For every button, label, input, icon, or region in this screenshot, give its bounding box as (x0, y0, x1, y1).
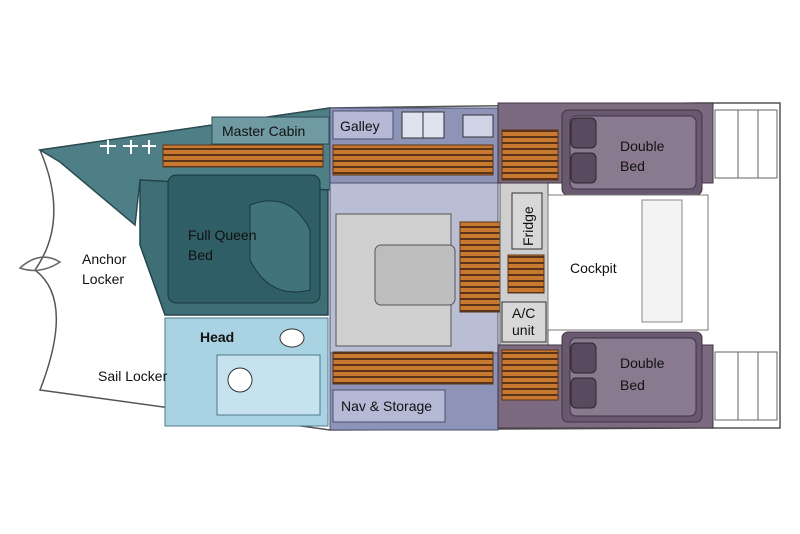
cockpit-bench (641, 199, 683, 323)
full-queen-label-line2: Bed (188, 247, 213, 263)
saloon-teak-floor (459, 221, 501, 313)
bottom-bed-mattress (569, 337, 697, 417)
nav-teak-floor (332, 351, 494, 385)
bottom-double-bed-label-line2: Bed (620, 377, 645, 393)
bottom-pillow-2 (570, 377, 597, 409)
head-label: Head (200, 329, 234, 345)
top-double-bed-label-line1: Double (620, 138, 665, 154)
master-cabin-label-box (211, 116, 330, 145)
master-cabin-teak-floor (162, 144, 324, 168)
sail-locker-label: Sail Locker (98, 368, 168, 384)
ac-label-line2: unit (512, 322, 535, 338)
sink-icon (279, 328, 305, 348)
bed-sheet-fold-icon (249, 200, 311, 293)
top-pillow-1 (570, 117, 597, 149)
fridge-label: Fridge (520, 206, 536, 246)
ac-label-line1: A/C (512, 305, 535, 321)
deck-fittings-icon (100, 140, 156, 154)
stern-steps (714, 109, 778, 421)
top-double-bed-label-line2: Bed (620, 158, 645, 174)
anchor-locker-label-line2: Locker (82, 271, 124, 287)
stove-icon (462, 114, 494, 138)
toilet-icon (227, 367, 253, 393)
fridge-box (511, 192, 543, 250)
anchor-locker-label-line1: Anchor (82, 251, 127, 267)
top-bed-mattress (569, 115, 697, 190)
top-aft-teak-floor (501, 129, 559, 181)
ac-unit-box (501, 301, 547, 343)
full-queen-label-line1: Full Queen (188, 227, 256, 243)
bottom-aft-teak-floor (501, 349, 559, 401)
saloon-table (374, 244, 456, 306)
aft-saloon-teak-floor (507, 254, 545, 294)
master-cabin-label: Master Cabin (222, 123, 305, 139)
galley-teak-floor (332, 144, 494, 176)
bottom-pillow-1 (570, 342, 597, 374)
bottom-double-bed-label-line1: Double (620, 355, 665, 371)
galley-label-box (332, 110, 394, 140)
top-pillow-2 (570, 152, 597, 184)
nav-label-box (332, 389, 446, 423)
cockpit-label: Cockpit (570, 260, 617, 276)
galley-label: Galley (340, 118, 380, 134)
bow-anchor-mark-icon (18, 256, 62, 272)
nav-storage-label: Nav & Storage (341, 398, 432, 414)
